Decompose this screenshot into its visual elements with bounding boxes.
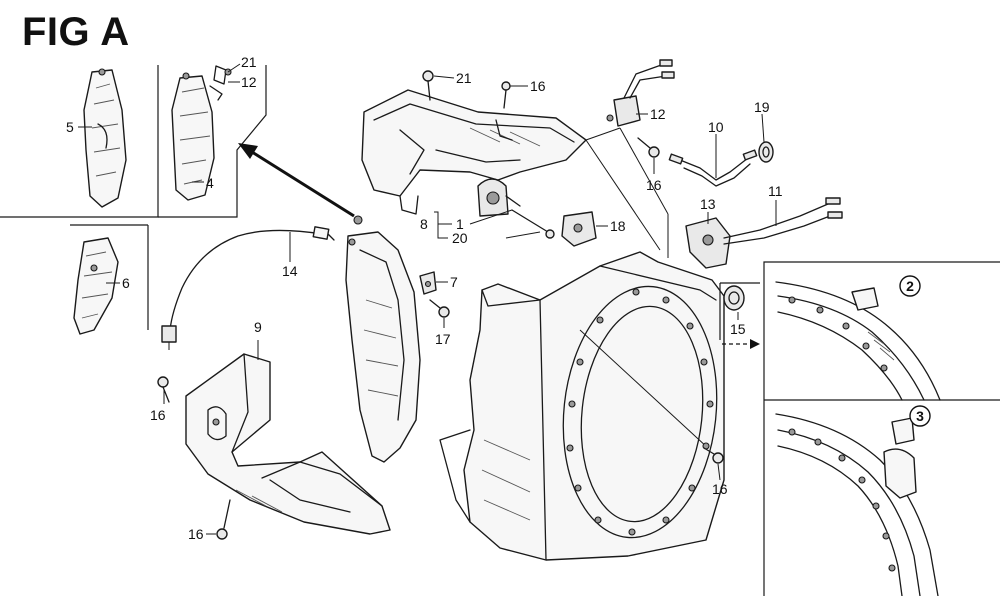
callout-18: 18 — [610, 218, 626, 234]
fan-housing — [439, 251, 725, 561]
part-9-lower-fan-cover — [185, 353, 391, 535]
part-16-bolt-coil — [637, 137, 660, 158]
part-7-clip — [419, 271, 437, 295]
callout-21-top: 21 — [456, 70, 472, 86]
callout-15: 15 — [730, 321, 746, 337]
callout-8: 8 — [420, 216, 428, 232]
part-14-wire-harness — [161, 226, 335, 350]
part-13-switch — [685, 217, 731, 269]
part-12-coil — [606, 59, 675, 127]
callout-16-mid: 16 — [646, 177, 662, 193]
callout-13: 13 — [700, 196, 716, 212]
detail-3-label: 3 — [916, 408, 924, 424]
callout-labels: 5 4 6 21 12 14 9 16 16 7 17 21 16 8 1 20… — [66, 54, 783, 542]
callout-21-left: 21 — [241, 54, 257, 70]
detail-3-housing-edge — [775, 413, 939, 596]
callout-16-bottom: 16 — [188, 526, 204, 542]
detail-3-marker: 3 — [909, 405, 931, 427]
part-15-frame — [719, 282, 760, 340]
callout-10: 10 — [708, 119, 724, 135]
callout-1: 1 — [456, 216, 464, 232]
callout-5: 5 — [66, 119, 74, 135]
top-shroud-bracket — [361, 89, 587, 215]
part-19-grommet — [758, 141, 774, 163]
part-6-small-shroud — [73, 237, 119, 335]
callout-7: 7 — [450, 274, 458, 290]
part-1-tensioner — [477, 178, 521, 217]
part-18-switch-bracket — [561, 211, 597, 247]
guide-lines — [585, 127, 669, 258]
callout-17: 17 — [435, 331, 451, 347]
inset-direction-arrow — [238, 143, 355, 218]
side-shroud-center — [345, 215, 421, 463]
callout-16-right: 16 — [712, 481, 728, 497]
detail-frames — [763, 261, 1000, 596]
callout-11: 11 — [768, 183, 783, 199]
callout-16-top: 16 — [530, 78, 546, 94]
figure-title: FIG A — [22, 10, 130, 54]
part-16-bolt-right — [703, 447, 724, 464]
part-15-grommet — [723, 285, 745, 311]
part-16-bolt-left — [157, 376, 170, 403]
callout-14: 14 — [282, 263, 298, 279]
left-inset-frames — [0, 65, 267, 330]
part-21-bolt-top — [422, 70, 434, 101]
callout-12-left: 12 — [241, 74, 257, 90]
part-5-shroud-plate — [83, 68, 127, 208]
part-16-bolt-bottom — [216, 499, 231, 540]
part-4-shroud-plate — [171, 65, 232, 201]
callout-16-left: 16 — [150, 407, 166, 423]
leader-lines — [78, 63, 777, 535]
part-16-bolt-top — [501, 81, 511, 109]
callout-12-top: 12 — [650, 106, 666, 122]
callout-6: 6 — [122, 275, 130, 291]
callout-20: 20 — [452, 230, 468, 246]
part-11-wire — [723, 197, 843, 245]
detail-pointer-arrow — [722, 339, 760, 349]
callout-4: 4 — [206, 175, 214, 191]
callout-9: 9 — [254, 319, 262, 335]
part-17-bolt — [429, 299, 450, 318]
part-10-wire — [668, 149, 758, 187]
detail-2-housing-edge — [775, 281, 941, 401]
detail-2-marker: 2 — [899, 275, 921, 297]
callout-19: 19 — [754, 99, 770, 115]
part-20-bolt — [511, 209, 555, 239]
detail-2-label: 2 — [906, 278, 914, 294]
